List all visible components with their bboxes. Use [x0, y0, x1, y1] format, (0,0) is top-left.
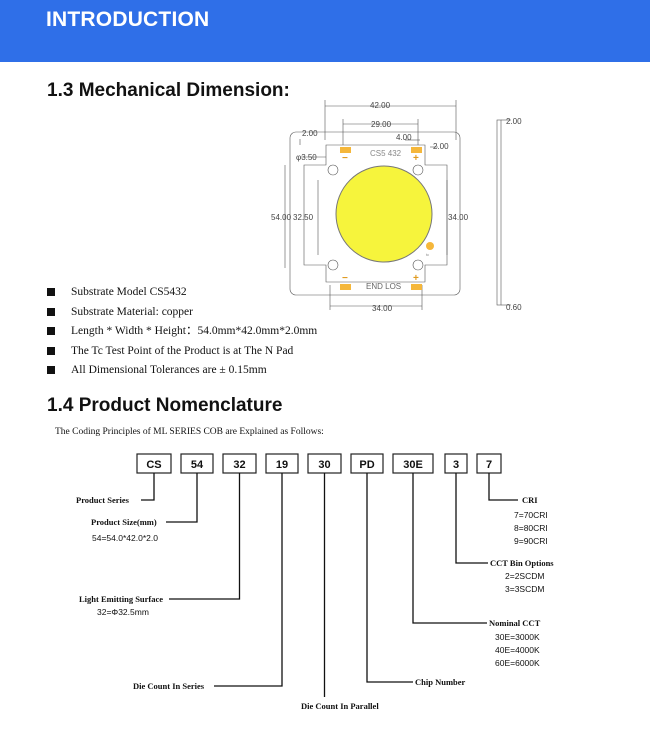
value-cct: 30E=3000K	[495, 632, 540, 642]
code-cri: 7	[486, 459, 492, 471]
code-chip: PD	[359, 459, 374, 471]
dim-42: 42.00	[370, 101, 391, 110]
value-cct: 60E=6000K	[495, 658, 540, 668]
plus-sign: +	[413, 273, 419, 284]
led-emitting-surface	[335, 165, 433, 263]
code-size: 54	[191, 459, 204, 471]
header-banner: INTRODUCTION	[0, 0, 650, 62]
spec-bullet-list: Substrate Model CS5432 Substrate Materia…	[47, 283, 317, 381]
spec-bullet: Substrate Model CS5432	[47, 283, 317, 303]
label-die-series: Die Count In Series	[133, 681, 205, 691]
negative-pad	[340, 147, 351, 153]
label-les: Light Emitting Surface	[79, 594, 163, 604]
code-cct: 30E	[403, 459, 423, 471]
label-product-size: Product Size(mm)	[91, 517, 157, 527]
spec-bullet: Length * Width * Height：54.0mm*42.0mm*2.…	[47, 322, 317, 342]
spec-bullet: Substrate Material: copper	[47, 303, 317, 323]
dim-0-6: 0.60	[506, 303, 522, 312]
minus-sign: −	[342, 153, 348, 164]
code-les: 32	[233, 459, 245, 471]
nomenclature-section-title: 1.4 Product Nomenclature	[47, 395, 283, 416]
dim-54: 54.00	[271, 213, 292, 222]
mechanical-section-title: 1.3 Mechanical Dimension:	[47, 80, 290, 101]
label-die-parallel: Die Count In Parallel	[301, 701, 379, 711]
positive-pad	[411, 147, 422, 153]
mounting-hole	[327, 164, 339, 176]
label-product-series: Product Series	[76, 495, 130, 505]
code-die-series: 19	[276, 459, 288, 471]
label-nominal-cct: Nominal CCT	[489, 618, 541, 628]
negative-pad	[340, 284, 351, 290]
mounting-hole	[327, 259, 339, 271]
dim-4: 4.00	[396, 133, 412, 142]
side-view-profile	[496, 119, 502, 306]
value-bin: 2=2SCDM	[505, 571, 544, 581]
value-cct: 40E=4000K	[495, 645, 540, 655]
tc-test-point	[426, 242, 434, 250]
dim-32-5: 32.50	[293, 213, 314, 222]
dim-2-side: 2.00	[506, 117, 522, 126]
end-label: END LOS	[366, 282, 401, 291]
label-cct-bin: CCT Bin Options	[490, 558, 554, 568]
value-les: 32=Φ32.5mm	[97, 607, 149, 617]
value-cri: 7=70CRI	[514, 510, 548, 520]
dim-hole: φ3.50	[296, 153, 317, 162]
nomenclature-intro: The Coding Principles of ML SERIES COB a…	[55, 427, 324, 437]
dim-29: 29.00	[371, 120, 392, 129]
dim-34-right: 34.00	[448, 213, 469, 222]
value-bin: 3=3SCDM	[505, 584, 544, 594]
spec-bullet: The Tc Test Point of the Product is at T…	[47, 342, 317, 362]
dim-2-top: 2.00	[433, 142, 449, 151]
mounting-hole	[412, 259, 424, 271]
label-chip-number: Chip Number	[415, 677, 466, 687]
code-die-parallel: 30	[318, 459, 330, 471]
positive-pad	[411, 284, 422, 290]
page-title: INTRODUCTION	[46, 8, 210, 31]
value-cri: 9=90CRI	[514, 536, 548, 546]
mounting-hole	[412, 164, 424, 176]
value-cri: 8=80CRI	[514, 523, 548, 533]
dim-2-left: 2.00	[302, 129, 318, 138]
label-cri: CRI	[522, 495, 538, 505]
substrate-outline	[289, 131, 461, 296]
dim-34-bottom: 34.00	[372, 304, 393, 313]
connector-lines	[141, 473, 518, 697]
value-product-size: 54=54.0*42.0*2.0	[92, 533, 158, 543]
plus-sign: +	[413, 153, 419, 164]
substrate-inner-outline	[303, 144, 448, 283]
tc-label: tc	[426, 252, 429, 257]
model-label: CS5 432	[370, 149, 402, 158]
code-series: CS	[146, 459, 161, 471]
code-bin: 3	[453, 459, 459, 471]
minus-sign: −	[342, 273, 348, 284]
code-boxes	[136, 453, 502, 474]
spec-bullet: All Dimensional Tolerances are ± 0.15mm	[47, 361, 317, 381]
